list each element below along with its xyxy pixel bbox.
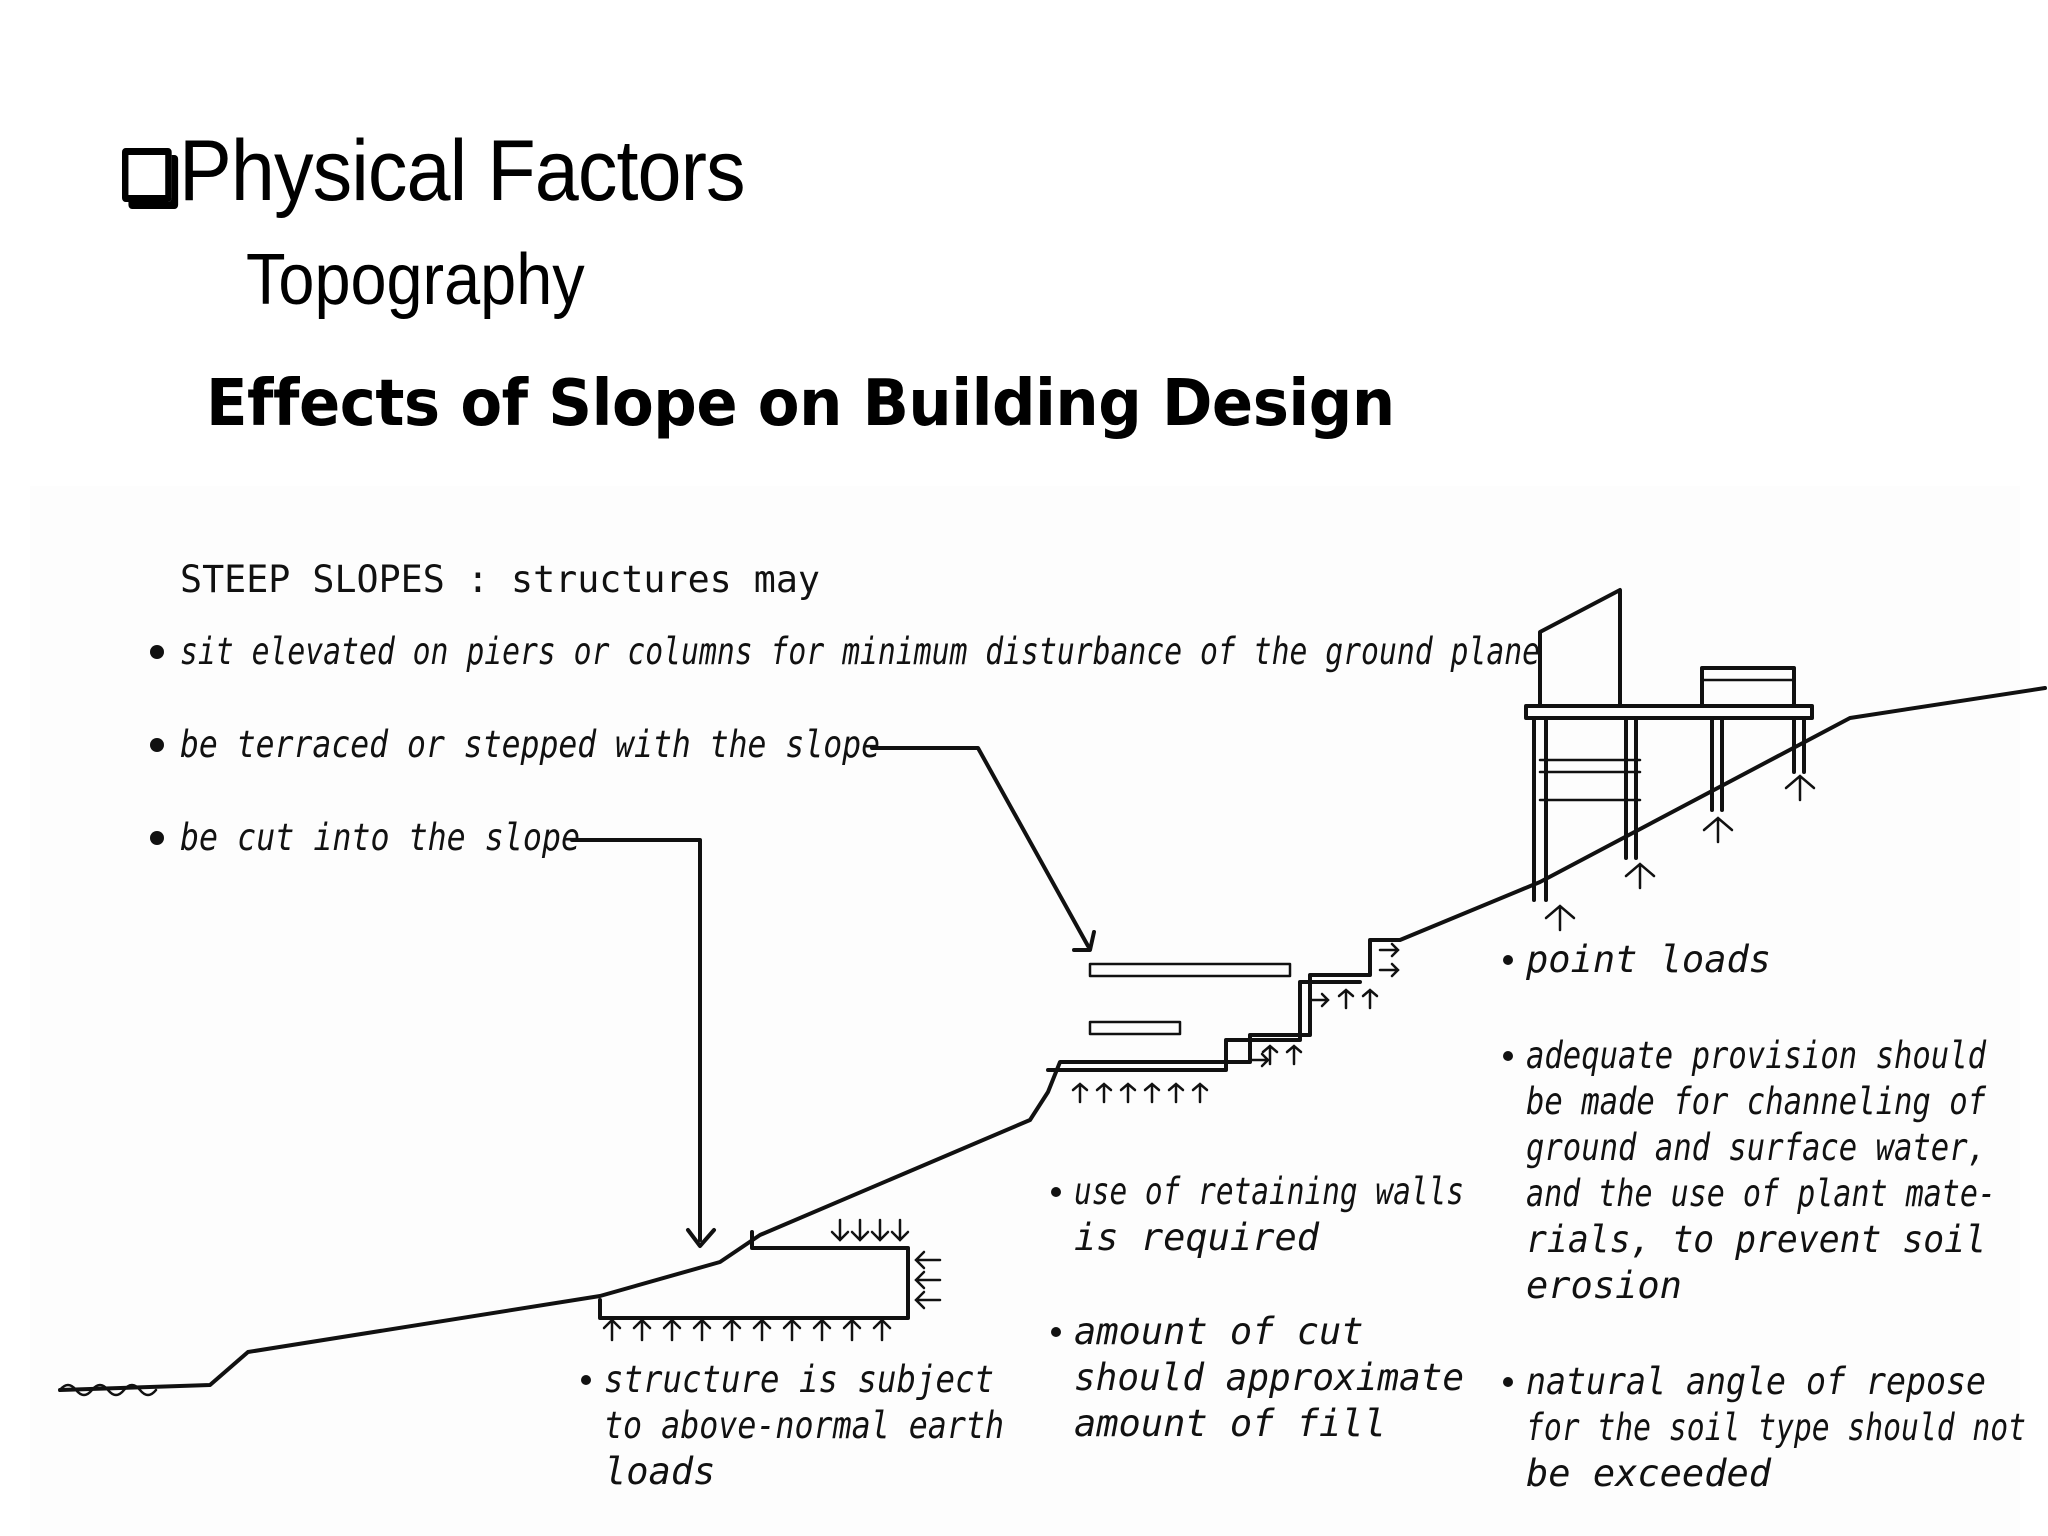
note-cut-line1: structure is subject [604,1358,994,1401]
diagram-heading: Effects of Slope on Building Design [206,367,1395,441]
bullet-dot [150,831,164,845]
option-cut-into: be cut into the slope [180,816,580,859]
slide-title-text: Physical Factors [179,123,746,219]
note-repose-line2: for the soil type should not [1526,1406,2026,1449]
leader-cut-arrowhead [686,1228,716,1248]
option-terraced: be terraced or stepped with the slope [180,723,880,766]
leader-terraced [870,746,1090,948]
terraced-structure [1046,942,1400,1104]
note-drainage-line2: be made for channeling of [1526,1080,1987,1123]
bullet-dot [1503,1377,1513,1387]
note-retaining-line1: use of retaining walls [1074,1170,1464,1213]
cut-structure [598,1218,942,1342]
fill-line [598,1260,722,1298]
note-drainage-line3: ground and surface water, [1526,1126,1986,1169]
bullet-dot [1051,1327,1061,1337]
leader-terraced-arrowhead [1072,930,1096,952]
note-cutfill-line3: amount of fill [1074,1402,1386,1445]
elevated-structure [1524,588,1816,932]
bullet-dot [1503,1051,1513,1061]
option-elevated: sit elevated on piers or columns for min… [180,630,1540,673]
note-drainage-line4: and the use of plant mate- [1526,1172,1996,1215]
note-cutfill-line2: should approximate [1074,1356,1464,1399]
note-cutfill-line1: amount of cut [1074,1310,1364,1353]
note-repose-line1: natural angle of repose [1526,1360,1986,1403]
note-drainage-line1: adequate provision should [1526,1034,1987,1077]
bullet-dot [150,645,164,659]
note-repose-line3: be exceeded [1526,1452,1772,1495]
note-drainage-line5: rials, to prevent soil [1526,1218,1986,1261]
steep-slopes-intro: STEEP SLOPES : structures may [180,558,820,601]
bullet-dot [581,1375,591,1385]
checkbox-bullet-icon [122,148,172,202]
bullet-dot [1503,955,1513,965]
note-point-loads: point loads [1525,938,1771,981]
note-drainage-line6: erosion [1526,1264,1682,1307]
note-cut-line2: to above-normal earth [604,1404,1004,1447]
note-retaining-line2: is required [1074,1216,1320,1259]
slide-title: Physical Factors [122,128,746,214]
note-cut-line3: loads [604,1450,715,1493]
bullet-dot [1051,1187,1061,1197]
leader-cut [570,838,702,1242]
water-edge [58,1383,158,1397]
slide-subtitle: Topography [246,240,585,320]
sketch-background [30,486,2020,1536]
bullet-dot [150,738,164,752]
